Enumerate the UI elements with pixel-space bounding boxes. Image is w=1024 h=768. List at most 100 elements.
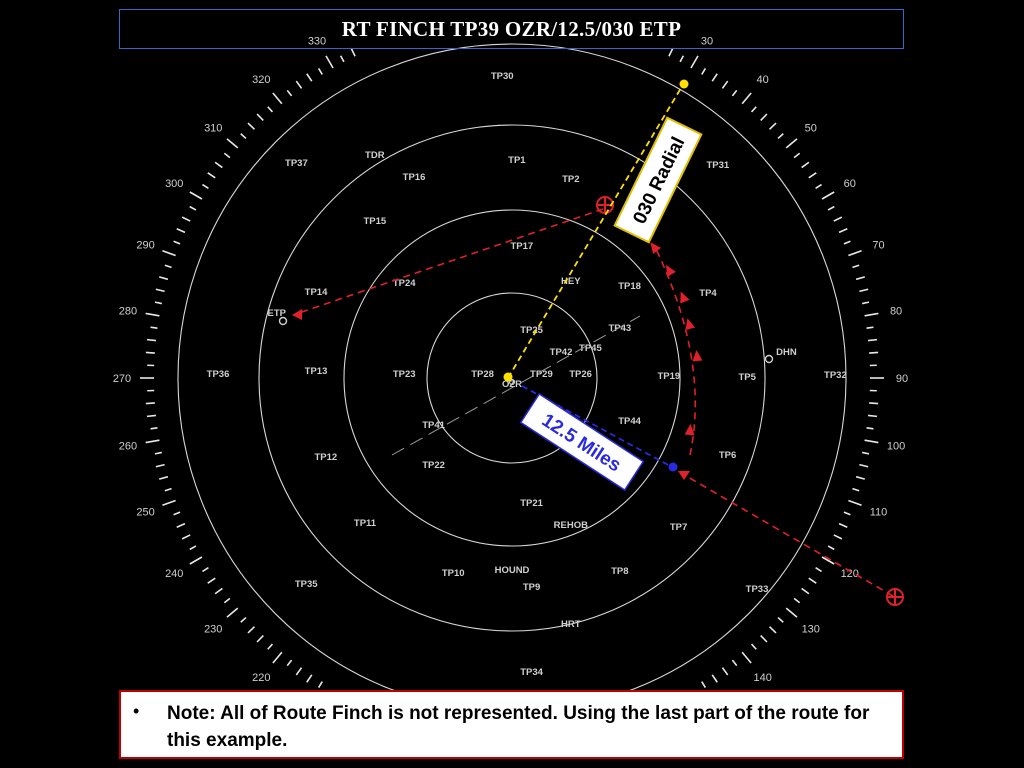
compass-tick	[711, 674, 718, 683]
compass-tick	[838, 227, 848, 234]
compass-label: 310	[204, 122, 222, 134]
route-leg-outbound	[295, 208, 604, 315]
compass-tick	[833, 534, 843, 540]
compass-tick	[668, 47, 674, 57]
page-title: RT FINCH TP39 OZR/12.5/030 ETP	[341, 16, 682, 41]
compass-label: 100	[887, 441, 905, 453]
compass-tick	[158, 276, 169, 281]
compass-tick	[821, 556, 835, 565]
compass-tick	[721, 80, 729, 89]
compass-tick	[154, 451, 162, 455]
waypoint-label: TP18	[618, 281, 641, 292]
waypoint-label: HRT	[561, 619, 581, 630]
compass-tick	[145, 312, 160, 317]
radial-origin	[503, 372, 513, 382]
compass-tick	[189, 191, 203, 200]
compass-tick	[801, 587, 810, 595]
fix-marker-inbound	[886, 588, 904, 606]
compass-tick	[852, 264, 860, 269]
waypoint-label: TP42	[550, 347, 573, 358]
note-box: • Note: All of Route Finch is not repres…	[119, 690, 904, 759]
compass-tick	[833, 216, 843, 222]
compass-tick	[843, 511, 851, 516]
reference-line	[391, 315, 641, 456]
compass-tick	[741, 92, 752, 105]
waypoint-label: TP34	[520, 667, 543, 678]
compass-tick	[815, 183, 822, 189]
waypoint-label: TP1	[508, 155, 526, 166]
waypoint-label: TP17	[510, 241, 533, 252]
compass-tick	[731, 659, 738, 667]
waypoint-label: TP31	[706, 160, 729, 171]
compass-tick	[267, 106, 274, 113]
compass-tick	[158, 475, 169, 480]
waypoint-label: TP36	[207, 369, 230, 380]
compass-tick	[173, 511, 181, 516]
compass-label: 240	[165, 568, 183, 580]
compass-tick	[848, 250, 862, 257]
compass-tick	[777, 133, 784, 140]
compass-tick	[325, 55, 334, 69]
waypoint-label: TP41	[422, 420, 445, 431]
compass-tick	[350, 47, 356, 57]
waypoint-label: TP26	[569, 369, 592, 380]
compass-tick	[272, 92, 283, 105]
waypoint-label: TP16	[403, 172, 426, 183]
compass-tick	[181, 534, 191, 540]
compass-tick	[855, 276, 866, 281]
compass-tick	[189, 205, 197, 211]
compass-label: 290	[136, 240, 154, 252]
compass-label: 120	[841, 568, 859, 580]
compass-tick	[226, 138, 239, 149]
title-box: RT FINCH TP39 OZR/12.5/030 ETP	[119, 9, 904, 49]
compass-tick	[679, 55, 685, 63]
compass-label: 330	[308, 35, 326, 47]
route-finch	[292, 196, 904, 606]
compass-tick	[815, 567, 822, 573]
waypoint-label: TP10	[442, 568, 465, 579]
waypoint-label: TP25	[520, 325, 543, 336]
dhn-marker	[764, 354, 774, 364]
compass-tick	[207, 577, 216, 584]
compass-tick	[164, 487, 172, 492]
compass-tick	[202, 183, 209, 189]
compass-tick	[867, 338, 878, 342]
compass-label: 260	[119, 441, 137, 453]
compass-tick	[768, 122, 777, 130]
waypoint-label: TP45	[579, 343, 602, 354]
compass-tick	[189, 545, 197, 551]
waypoint-label: TP33	[746, 584, 769, 595]
note-text: Note: All of Route Finch is not represen…	[167, 703, 870, 751]
route-arc-arrow	[650, 242, 662, 255]
compass-tick	[155, 288, 165, 293]
compass-tick	[862, 451, 870, 455]
range-ring	[258, 124, 766, 632]
waypoint-label: TP29	[530, 369, 553, 380]
radial-030-line	[507, 82, 685, 379]
compass-tick	[864, 312, 879, 317]
compass-tick	[145, 439, 160, 444]
compass-tick	[862, 301, 870, 305]
waypoint-label: TP6	[719, 450, 736, 461]
compass-tick	[295, 667, 303, 676]
waypoint-label: TDR	[365, 150, 385, 161]
route-arc-arrow	[692, 350, 703, 362]
waypoint-label: TP4	[699, 288, 717, 299]
compass-label: 270	[113, 373, 131, 385]
compass-tick	[164, 264, 172, 269]
compass-tick	[793, 597, 801, 604]
compass-tick	[317, 681, 323, 688]
compass-tick	[701, 681, 707, 688]
compass-tick	[240, 133, 247, 140]
compass-tick	[801, 161, 810, 169]
note-bullet: •	[133, 701, 140, 721]
waypoint-label: TP5	[738, 372, 756, 383]
compass-tick	[848, 499, 862, 506]
compass-tick	[869, 351, 879, 354]
compass-tick	[711, 73, 718, 82]
distance-line	[521, 385, 673, 468]
compass-tick	[176, 227, 186, 234]
distance-label: 12.5 Miles	[519, 392, 645, 492]
compass-tick	[855, 475, 866, 480]
compass-tick	[339, 55, 345, 63]
